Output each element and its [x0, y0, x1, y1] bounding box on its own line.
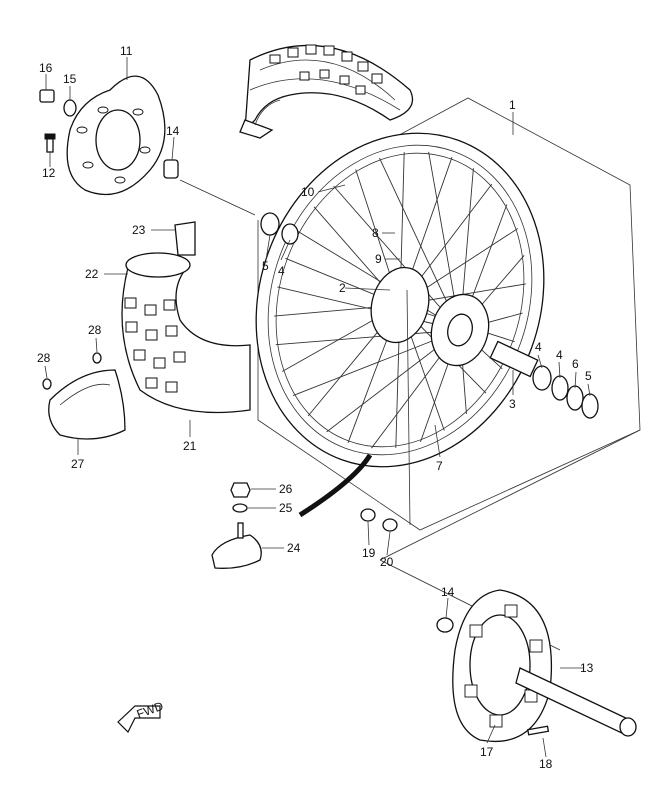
callout-labels: 1 2 3 4 4 4 5 5 6 7 8 9 10 11 12 13 14 1…: [37, 44, 594, 771]
fwd-arrow-icon: FWD: [117, 699, 166, 734]
leader-lines: [44, 57, 591, 758]
callout-24: 24: [287, 541, 301, 555]
wheel-hub: [370, 266, 490, 367]
callout-17: 17: [480, 745, 494, 759]
callout-4c: 4: [556, 348, 563, 362]
callout-28b: 28: [37, 351, 51, 365]
spoke: [275, 329, 461, 346]
callout-21: 21: [183, 439, 197, 453]
callout-28a: 28: [88, 323, 102, 337]
callout-9: 9: [375, 252, 382, 266]
callout-18: 18: [539, 757, 553, 771]
callout-4b: 4: [535, 340, 542, 354]
assembly-outline: [179, 97, 641, 651]
spoke: [333, 185, 461, 331]
callout-5a: 5: [262, 259, 269, 273]
callout-20: 20: [380, 555, 394, 569]
callout-22: 22: [85, 267, 99, 281]
callout-6: 6: [572, 357, 579, 371]
callout-14a: 14: [166, 124, 180, 138]
spoke-nipple-washer: [360, 508, 398, 532]
callout-10: 10: [301, 185, 315, 199]
disc-guard: [42, 352, 126, 440]
callout-25: 25: [279, 501, 293, 515]
callout-13: 13: [580, 661, 594, 675]
callout-4a: 4: [278, 264, 285, 278]
rear-sprocket: [452, 589, 553, 742]
callout-23: 23: [132, 223, 146, 237]
spoke: [277, 286, 461, 331]
callout-11: 11: [120, 44, 133, 58]
hub-seals: [260, 212, 299, 245]
callout-19: 19: [362, 546, 376, 560]
callout-14b: 14: [441, 585, 455, 599]
callout-15: 15: [63, 72, 77, 86]
tire: [239, 44, 414, 139]
callout-3: 3: [509, 397, 516, 411]
callout-26: 26: [279, 482, 293, 496]
callout-2: 2: [339, 281, 346, 295]
disc-bolt: [39, 89, 179, 179]
rear-axle: [436, 617, 637, 737]
inner-tube: [121, 221, 251, 414]
rim-lock: [211, 482, 262, 569]
callout-12: 12: [42, 166, 56, 180]
rim-lock-band: [298, 453, 373, 518]
callout-5b: 5: [585, 369, 592, 383]
callout-1: 1: [509, 98, 516, 112]
callout-7: 7: [436, 459, 443, 473]
callout-27: 27: [71, 457, 85, 471]
callout-16: 16: [39, 61, 53, 75]
brake-disc: [66, 75, 166, 196]
callout-8: 8: [372, 226, 379, 240]
